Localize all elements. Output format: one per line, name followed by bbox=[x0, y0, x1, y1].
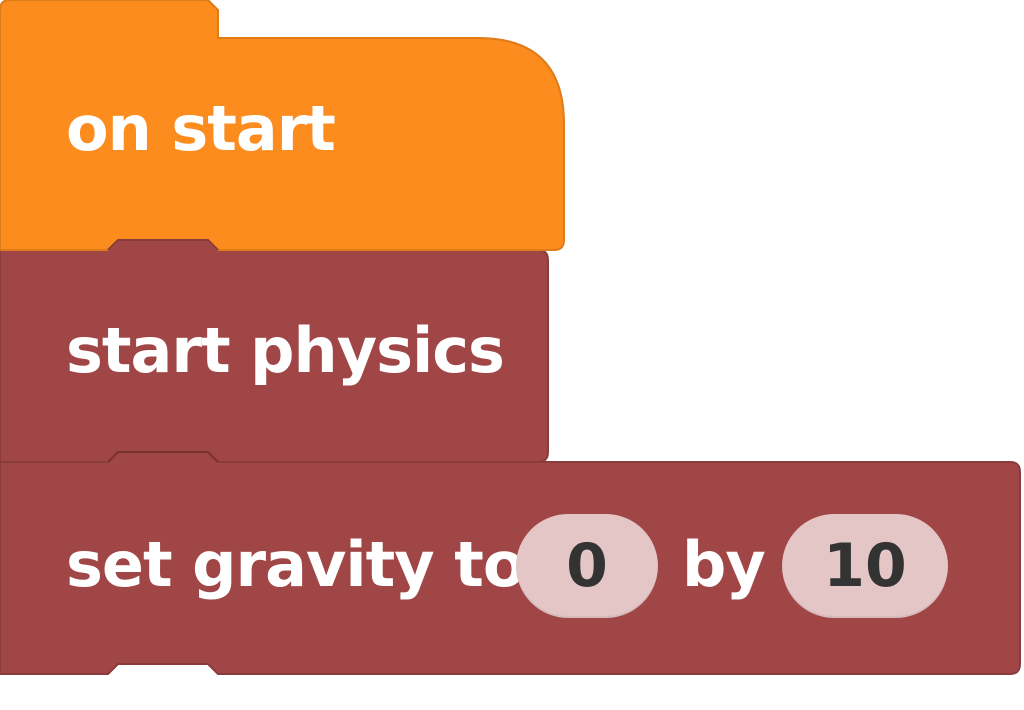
gravity-y-input[interactable]: 10 bbox=[782, 514, 948, 618]
start-physics-label: start physics bbox=[66, 314, 505, 387]
on-start-block-shape[interactable] bbox=[0, 0, 565, 251]
gravity-x-input[interactable]: 0 bbox=[516, 514, 658, 618]
notch-hint-bottom bbox=[107, 451, 219, 463]
gravity-by-label: by bbox=[682, 528, 766, 601]
notch-hint-middle bbox=[107, 239, 219, 251]
set-gravity-block-shape[interactable] bbox=[0, 451, 1021, 675]
on-start-label: on start bbox=[66, 92, 336, 165]
set-gravity-label: set gravity to bbox=[66, 528, 526, 601]
